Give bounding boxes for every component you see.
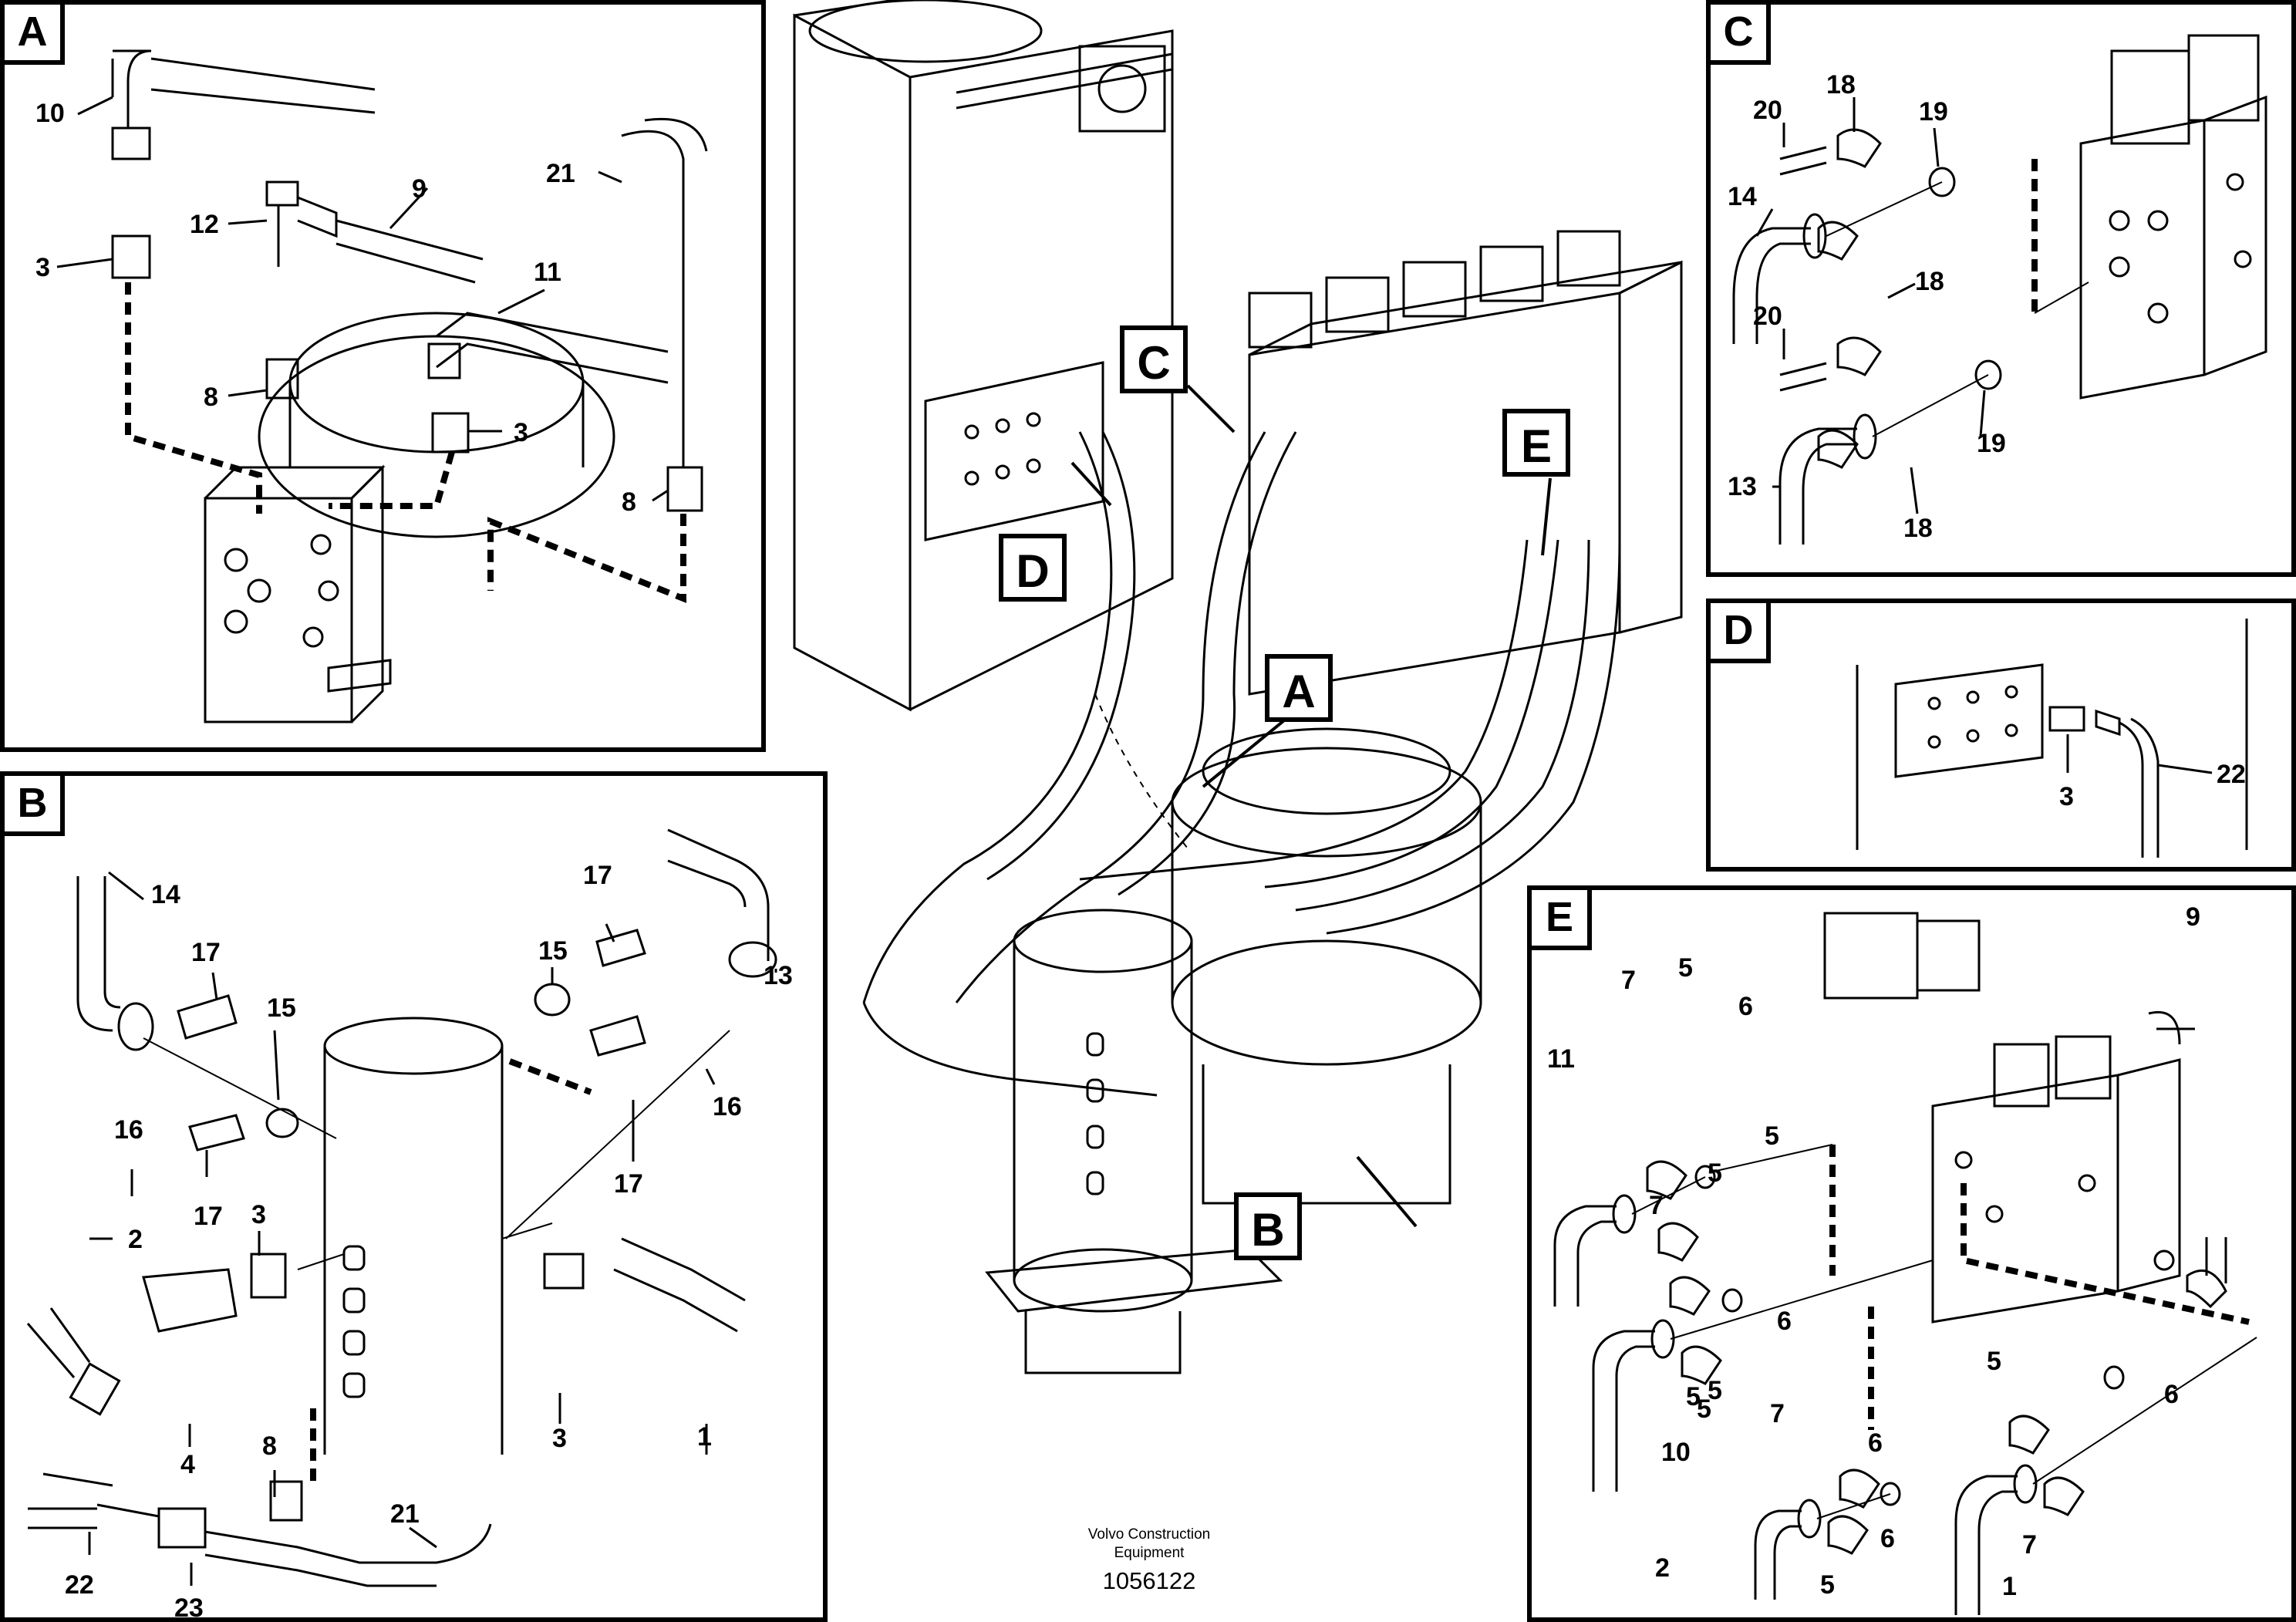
- label-b-14: 8: [262, 1431, 277, 1461]
- detail-panel-e: E: [1527, 885, 2296, 1622]
- label-e-8: 5: [1708, 1158, 1722, 1188]
- callout-b: B: [1234, 1192, 1302, 1260]
- label-c-7: 19: [1977, 429, 2006, 458]
- label-b-17: 22: [65, 1570, 94, 1600]
- callout-d: D: [999, 534, 1067, 602]
- label-b-6: 13: [764, 961, 793, 990]
- label-b-1: 14: [151, 880, 180, 909]
- label-a-1: 10: [35, 99, 65, 128]
- label-b-12: 2: [128, 1225, 143, 1254]
- label-a-6: 11: [534, 258, 561, 287]
- detail-panel-a: A: [0, 0, 766, 752]
- panel-tag-a: A: [5, 5, 65, 65]
- label-b-18: 23: [174, 1593, 204, 1617]
- label-b-11: 3: [251, 1200, 266, 1229]
- label-e-14: 7: [1770, 1399, 1785, 1428]
- label-c-5: 18: [1915, 267, 1944, 296]
- caption-line-2: Equipment: [1114, 1545, 1185, 1561]
- label-c-8: 13: [1728, 472, 1757, 501]
- label-e-5: 11: [1547, 1044, 1575, 1074]
- panel-d-drawing: 3 22: [1856, 619, 2248, 858]
- label-b-4: 17: [583, 861, 612, 890]
- label-a-4: 9: [412, 174, 426, 204]
- label-a-9: 8: [622, 487, 636, 517]
- label-b-19: 21: [390, 1499, 420, 1529]
- label-c-1: 20: [1753, 96, 1782, 125]
- callout-e: E: [1502, 409, 1570, 477]
- label-e-11: 5: [1686, 1382, 1701, 1411]
- panel-a-drawing: 10 3 12 9 21 11 8 3 8: [35, 49, 708, 723]
- panel-tag-c: C: [1711, 5, 1771, 65]
- label-c-4: 14: [1728, 182, 1757, 211]
- panel-b-drawing: 14 17 15 17 15 13 16 17 16 17 3 2 4 8 3 …: [26, 828, 793, 1617]
- label-e-19: 2: [1655, 1553, 1670, 1583]
- label-b-9: 16: [713, 1092, 742, 1121]
- panel-e-drawing: 7 5 6 9 11 5 7 5 6 10 5 6 5 7 5 6 6 5 2 …: [1547, 902, 2257, 1615]
- label-c-2: 18: [1826, 70, 1856, 99]
- label-e-17: 6: [2164, 1380, 2179, 1409]
- label-e-18: 5: [1987, 1347, 2001, 1376]
- main-assembly-drawing: [793, 0, 1683, 1374]
- label-b-2: 17: [191, 938, 221, 967]
- label-d-2: 22: [2217, 760, 2246, 789]
- panel-c-drawing: 20 18 19 14 18 20 19 13 18: [1728, 34, 2267, 545]
- panel-tag-d: D: [1711, 603, 1771, 663]
- label-b-8: 17: [194, 1202, 223, 1231]
- label-b-3: 15: [267, 993, 296, 1023]
- label-b-16: 1: [697, 1422, 712, 1452]
- label-e-10: 10: [1661, 1438, 1691, 1467]
- label-b-15: 3: [552, 1424, 567, 1453]
- label-c-3: 19: [1919, 97, 1948, 126]
- label-b-13: 4: [180, 1450, 195, 1479]
- label-e-16: 6: [1880, 1524, 1895, 1553]
- detail-panel-d: D 3 22: [1706, 599, 2296, 872]
- label-b-5: 15: [538, 936, 568, 966]
- label-e-6: 5: [1765, 1121, 1779, 1151]
- label-b-7: 16: [114, 1115, 143, 1145]
- label-d-1: 3: [2059, 782, 2074, 811]
- label-e-20: 5: [1820, 1570, 1835, 1600]
- callout-a: A: [1265, 654, 1333, 722]
- panel-tag-e: E: [1532, 890, 1592, 950]
- label-e-12: 6: [1868, 1428, 1883, 1458]
- drawing-number: 1056122: [1102, 1567, 1196, 1594]
- label-a-3: 12: [190, 210, 219, 239]
- detail-panel-c: C: [1706, 0, 2296, 577]
- label-e-21: 7: [2022, 1530, 2037, 1560]
- label-e-7: 7: [1649, 1191, 1664, 1220]
- panel-tag-b: B: [5, 776, 65, 836]
- label-e-4: 9: [2186, 902, 2200, 932]
- callout-c: C: [1120, 325, 1188, 393]
- detail-panel-b: B: [0, 771, 828, 1622]
- label-c-9: 18: [1903, 514, 1933, 543]
- drawing-caption: Volvo Construction Equipment 1056122: [1033, 1526, 1265, 1595]
- caption-line-1: Volvo Construction: [1087, 1526, 1211, 1543]
- label-e-9: 6: [1777, 1307, 1792, 1336]
- label-e-3: 6: [1738, 992, 1753, 1021]
- label-a-7: 8: [204, 383, 218, 412]
- label-a-2: 3: [35, 253, 50, 282]
- label-e-2: 5: [1678, 953, 1693, 983]
- label-a-8: 3: [514, 418, 528, 447]
- label-a-5: 21: [546, 159, 575, 188]
- label-c-6: 20: [1753, 302, 1782, 331]
- label-e-22: 1: [2002, 1572, 2017, 1601]
- label-b-10: 17: [614, 1169, 643, 1199]
- label-e-13: 5: [1697, 1394, 1711, 1424]
- label-e-15: 5: [1708, 1376, 1722, 1405]
- label-e-1: 7: [1621, 966, 1636, 995]
